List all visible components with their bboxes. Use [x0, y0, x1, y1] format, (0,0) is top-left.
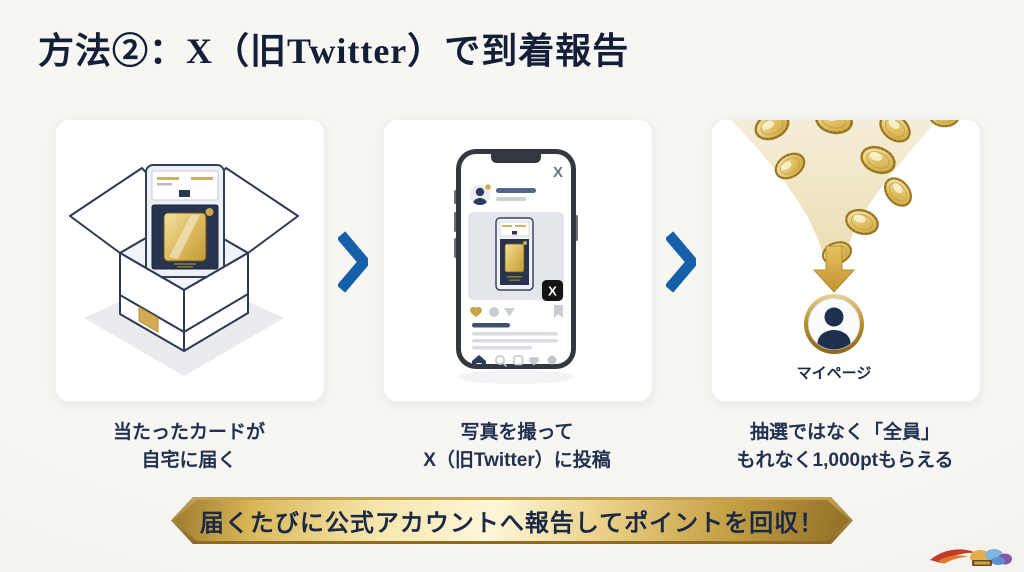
post-username-line: [496, 188, 536, 193]
step-3-caption-line2: もれなく1,000ptもらえる: [736, 449, 954, 471]
shipping-label: [138, 306, 159, 333]
svg-text:X: X: [548, 284, 557, 299]
step-1-caption-line1: 当たったカードが: [112, 422, 265, 443]
box-front-flap-right: [183, 252, 249, 333]
photo-graded-card: [495, 217, 534, 291]
post-avatar: [470, 184, 491, 205]
post-handle-line: [496, 197, 526, 201]
step-2-caption-line2: X（旧Twitter）に投稿: [423, 449, 611, 471]
step-1-panel: [55, 119, 325, 402]
step-2-caption: 写真を撮って X（旧Twitter）に投稿: [383, 419, 651, 474]
arrow-1: [323, 231, 383, 293]
coins-funnel-illustration: マイページ: [731, 120, 961, 382]
phone-notch: [491, 154, 541, 163]
open-box-illustration: [69, 164, 299, 376]
caption-line-2: [472, 339, 558, 343]
step-1: 当たったカードが 自宅に届く: [55, 119, 325, 474]
caption-line-1: [472, 332, 558, 336]
likes-icon: [529, 357, 539, 366]
step-2-caption-line1: 写真を撮って: [460, 422, 574, 443]
brand-logo: [930, 549, 1012, 566]
search-icon: [495, 355, 508, 368]
share-icon: [504, 308, 515, 317]
comment-icon: [489, 307, 499, 317]
smartphone-illustration: X: [454, 149, 578, 384]
arrow-2: [651, 231, 711, 293]
new-post-icon: [513, 355, 524, 366]
caption-line-3: [472, 346, 532, 350]
banner: 届くたびに公式アカウントへ報告してポイントを回収！: [171, 497, 853, 544]
likes-line: [472, 323, 510, 328]
phone-shadow: [458, 370, 574, 384]
step-2-panel: X: [383, 119, 653, 402]
banner-face: 届くたびに公式アカウントへ報告してポイントを回収！: [174, 500, 850, 541]
down-arrow-icon: [812, 245, 856, 293]
profile-icon: [547, 355, 557, 365]
step-3-caption-line1: 抽選ではなく「全員」: [749, 422, 940, 443]
step-3: マイページ 抽選ではなく「全員」 もれなく1,000ptもらえる: [711, 119, 981, 474]
step-1-caption-line2: 自宅に届く: [141, 449, 237, 471]
step-3-panel: マイページ: [711, 119, 981, 402]
user-avatar: [804, 294, 864, 354]
step-1-caption: 当たったカードが 自宅に届く: [55, 419, 323, 474]
home-icon: [472, 355, 486, 367]
mypage-label: マイページ: [797, 365, 872, 382]
step-2: X: [383, 119, 653, 474]
chevron-right-icon: [666, 231, 696, 293]
chevron-right-icon: [338, 231, 368, 293]
x-logo: X: [553, 164, 563, 181]
step-3-caption: 抽選ではなく「全員」 もれなく1,000ptもらえる: [711, 419, 979, 474]
banner-text: 届くたびに公式アカウントへ報告してポイントを回収！: [199, 510, 825, 537]
graded-card-slab: [145, 164, 225, 278]
like-heart-icon: [470, 306, 482, 317]
bookmark-icon: [554, 305, 563, 318]
x-badge: X: [542, 280, 563, 301]
page-title: 方法②：X（旧Twitter）で到着報告: [38, 31, 630, 71]
steps-row: 当たったカードが 自宅に届く: [55, 119, 981, 474]
